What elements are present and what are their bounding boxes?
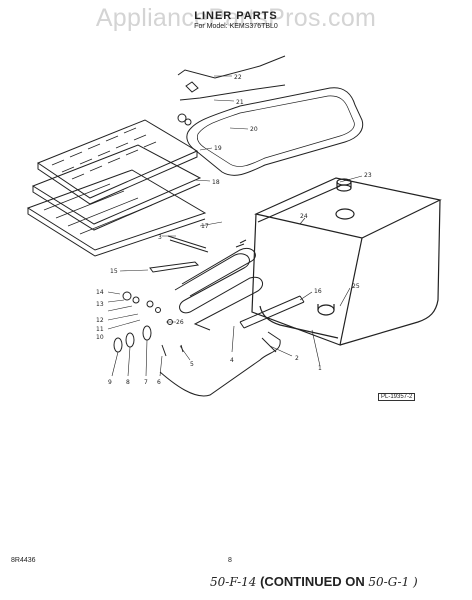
callout-17: 17 — [201, 223, 209, 230]
callout-19: 19 — [214, 145, 222, 152]
callout-12: 12 — [96, 317, 104, 324]
document-code: 8R4436 — [11, 557, 36, 564]
callout-14: 14 — [96, 289, 104, 296]
page-number: 8 — [228, 557, 232, 564]
callout-22: 22 — [234, 74, 242, 81]
callout-10: 10 — [96, 334, 104, 341]
continuation-note: 50-F-14 (CONTINUED ON 50-G-1 ) — [210, 574, 418, 589]
continued-on-label: (CONTINUED ON — [260, 574, 365, 589]
callout-24: 24 — [300, 213, 308, 220]
model-line: For Model: KEMS376TBL0 — [194, 23, 278, 30]
callout-3: 3 — [158, 234, 162, 241]
handwritten-prefix: 50-F-14 — [210, 575, 257, 589]
wire-harness — [177, 55, 286, 101]
callout-9: 9 — [108, 379, 112, 386]
callout-5: 5 — [190, 361, 194, 368]
callout-6: 6 — [157, 379, 161, 386]
callout-20: 20 — [250, 126, 258, 133]
callout-23: 23 — [364, 172, 372, 179]
callout-15: 15 — [110, 268, 118, 275]
oven-liner — [251, 177, 442, 346]
callout-18: 18 — [212, 179, 220, 186]
callout-2: 2 — [295, 355, 299, 362]
callout-8: 8 — [126, 379, 130, 386]
callout-26: 26 — [176, 319, 184, 326]
callout-7: 7 — [144, 379, 148, 386]
callout-25: 25 — [352, 283, 360, 290]
callout-21: 21 — [236, 99, 244, 106]
page-title: LINER PARTS — [194, 10, 278, 22]
top-rack-shelf — [36, 119, 199, 205]
bottom-rack-shelf — [26, 169, 207, 257]
callout-11: 11 — [96, 326, 104, 333]
callout-labels: 1 2 3 4 5 6 7 8 9 10 11 12 13 14 15 16 1… — [96, 74, 372, 386]
callout-16: 16 — [314, 288, 322, 295]
bake-element — [174, 239, 264, 331]
element-loop — [159, 331, 281, 397]
callout-1: 1 — [318, 365, 322, 372]
door-gasket — [186, 87, 364, 176]
rack-rod — [167, 235, 209, 253]
callout-4: 4 — [230, 357, 234, 364]
callout-13: 13 — [96, 301, 104, 308]
diagram-reference-code: PL-19357-2 — [378, 393, 416, 401]
watermark-text: AppliancePartsPros.com — [95, 4, 377, 32]
broil-element — [239, 295, 305, 329]
handwritten-suffix: 50-G-1 ) — [368, 575, 418, 589]
